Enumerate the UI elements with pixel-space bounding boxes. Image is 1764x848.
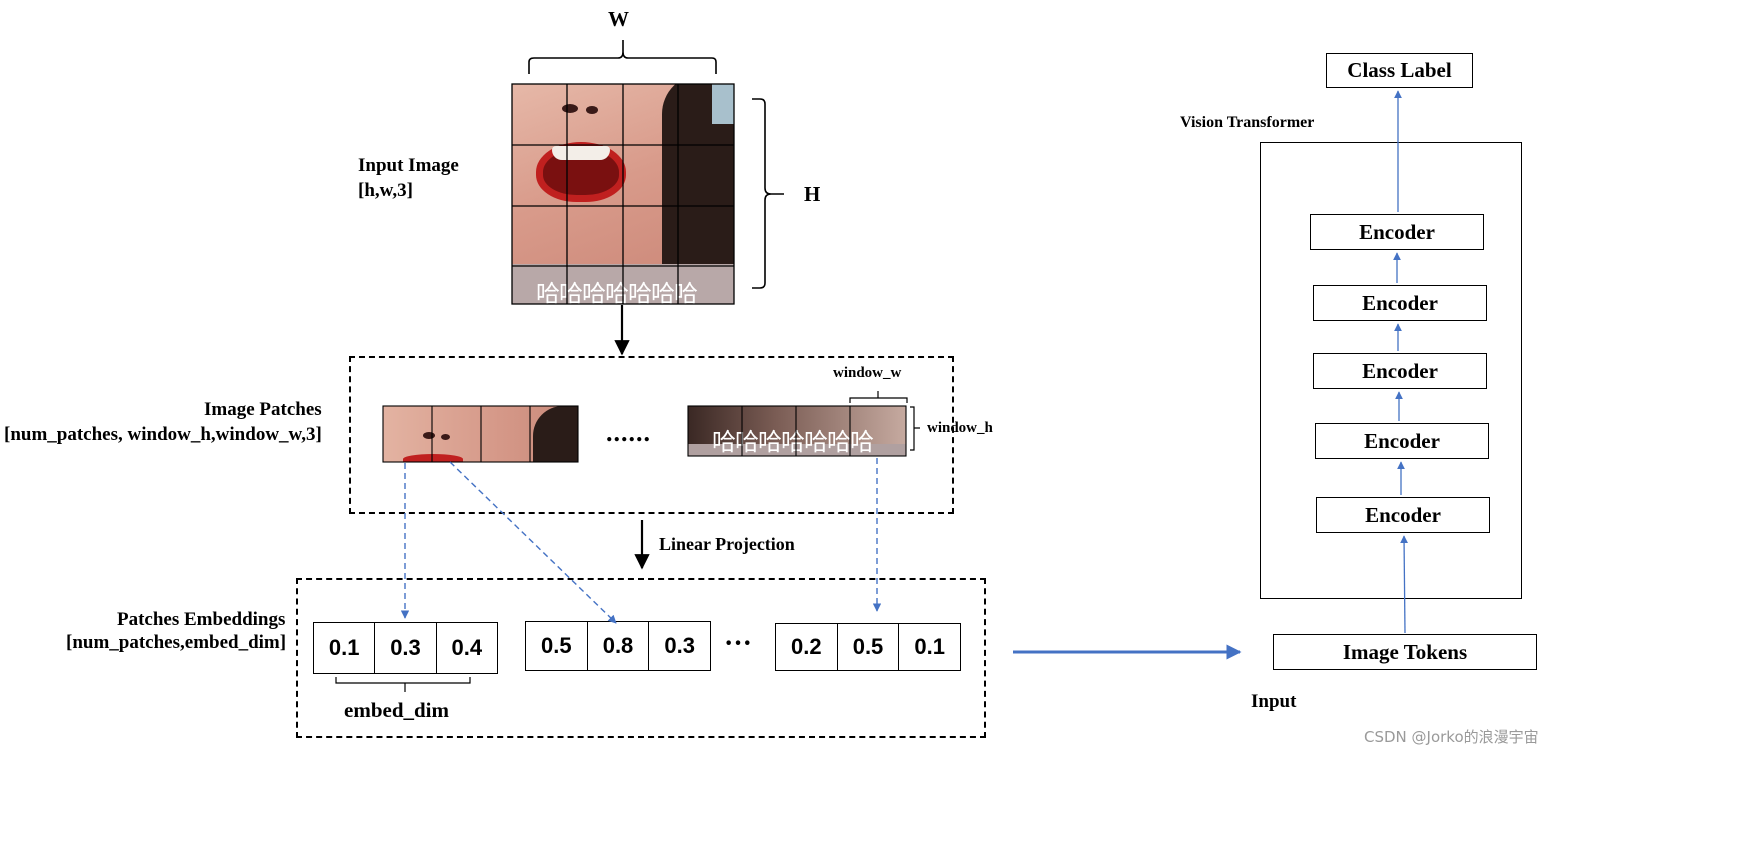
first-patch-grid bbox=[382, 405, 579, 463]
nostril-shape bbox=[562, 104, 578, 113]
vision-transformer-label: Vision Transformer bbox=[1180, 114, 1315, 131]
window-h-label: window_h bbox=[927, 420, 993, 436]
nostril-shape bbox=[441, 434, 450, 440]
embedding-value: 0.3 bbox=[375, 623, 437, 673]
image-tokens-box: Image Tokens bbox=[1273, 634, 1537, 670]
height-label: H bbox=[804, 182, 821, 206]
embedding-value: 0.8 bbox=[588, 622, 650, 670]
embed-dim-brace bbox=[335, 677, 471, 692]
class-label-box: Class Label bbox=[1326, 53, 1473, 88]
embedding-vector-1: 0.1 0.3 0.4 bbox=[313, 622, 498, 674]
patches-ellipsis: ...... bbox=[606, 418, 651, 447]
embedding-value: 0.4 bbox=[451, 635, 483, 660]
embedding-value: 0.2 bbox=[776, 624, 838, 670]
nostril-shape bbox=[586, 106, 598, 114]
image-overlay-text: 哈哈哈哈哈哈哈 bbox=[536, 280, 698, 304]
embedding-vector-2: 0.5 0.8 0.3 bbox=[525, 621, 711, 671]
embeddings-dashed-box bbox=[296, 578, 986, 738]
lips-shape bbox=[403, 454, 463, 462]
width-brace bbox=[528, 40, 717, 74]
patches-embeddings-shape: [num_patches,embed_dim] bbox=[66, 632, 287, 653]
height-brace bbox=[752, 98, 784, 289]
window-h-brace bbox=[910, 406, 920, 451]
width-label: W bbox=[608, 7, 629, 31]
encoder-box: Encoder bbox=[1316, 497, 1490, 533]
nostril-shape bbox=[423, 432, 435, 439]
encoder-stack-arrows bbox=[1393, 90, 1408, 634]
encoder-box: Encoder bbox=[1313, 285, 1487, 321]
input-label: Input bbox=[1251, 691, 1297, 712]
window-w-label: window_w bbox=[833, 365, 902, 381]
embedding-value: 0.5 bbox=[526, 622, 588, 670]
encoder-box: Encoder bbox=[1310, 214, 1484, 250]
embedding-value: 0.1 bbox=[914, 634, 945, 659]
embedding-value: 0.5 bbox=[838, 624, 900, 670]
patches-dashed-box bbox=[349, 356, 954, 514]
image-patches-title: Image Patches bbox=[204, 399, 322, 420]
embeddings-ellipsis: ··· bbox=[724, 628, 753, 659]
patch-to-embedding-lines bbox=[400, 458, 882, 624]
sky-shape bbox=[712, 84, 734, 124]
patch-overlay-text: 哈哈哈哈哈哈哈 bbox=[712, 428, 874, 456]
image-grid bbox=[511, 83, 735, 305]
patches-embeddings-title: Patches Embeddings bbox=[117, 609, 286, 630]
input-image-title: Input Image bbox=[358, 155, 459, 176]
encoder-box: Encoder bbox=[1313, 353, 1487, 389]
window-w-brace bbox=[849, 391, 908, 403]
encoder-box: Encoder bbox=[1315, 423, 1489, 459]
linear-projection-label: Linear Projection bbox=[659, 534, 795, 554]
embedding-value: 0.3 bbox=[664, 633, 695, 658]
embedding-value: 0.1 bbox=[314, 623, 376, 673]
embedding-vector-3: 0.2 0.5 0.1 bbox=[775, 623, 961, 671]
hair-shape bbox=[533, 406, 578, 462]
watermark: CSDN @Jorko的浪漫宇宙 bbox=[1364, 728, 1539, 746]
embed-dim-label: embed_dim bbox=[344, 698, 449, 722]
image-patches-shape: [num_patches, window_h,window_w,3] bbox=[4, 424, 322, 445]
input-image-shape: [h,w,3] bbox=[358, 180, 413, 201]
vision-transformer-frame bbox=[1260, 142, 1522, 599]
last-patch-grid bbox=[687, 405, 907, 457]
